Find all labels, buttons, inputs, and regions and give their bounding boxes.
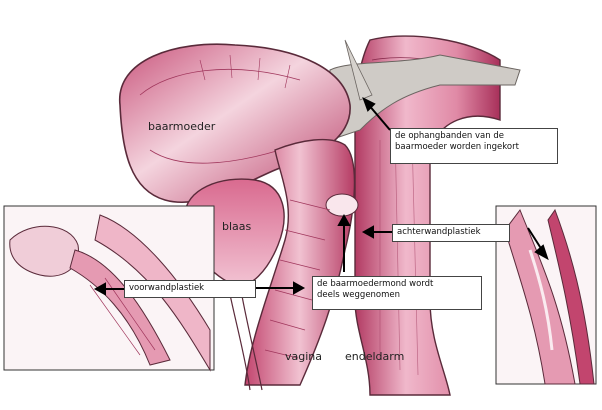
label-vagina: vagina (285, 350, 322, 363)
callout-ophangbanden-line-1: de ophangbanden van de (395, 131, 553, 142)
callout-ophangbanden-line-2: baarmoeder worden ingekort (395, 142, 553, 153)
callout-ophangbanden: de ophangbanden van de baarmoeder worden… (390, 128, 558, 164)
callout-baarmoedermond-line-2: deels weggenomen (317, 290, 477, 301)
callout-baarmoedermond: de baarmoedermond wordt deels weggenomen (312, 276, 482, 310)
callout-voorwandplastiek-text: voorwandplastiek (129, 283, 251, 294)
label-blaas: blaas (222, 220, 251, 233)
label-baarmoeder: baarmoeder (148, 120, 215, 133)
cervix-opening (326, 194, 358, 216)
callout-achterwandplastiek-text: achterwandplastiek (397, 227, 505, 238)
label-endeldarm: endeldarm (345, 350, 404, 363)
callout-achterwandplastiek: achterwandplastiek (392, 224, 510, 242)
right-inset (496, 206, 596, 384)
callout-baarmoedermond-line-1: de baarmoedermond wordt (317, 279, 477, 290)
callout-voorwandplastiek: voorwandplastiek (124, 280, 256, 298)
